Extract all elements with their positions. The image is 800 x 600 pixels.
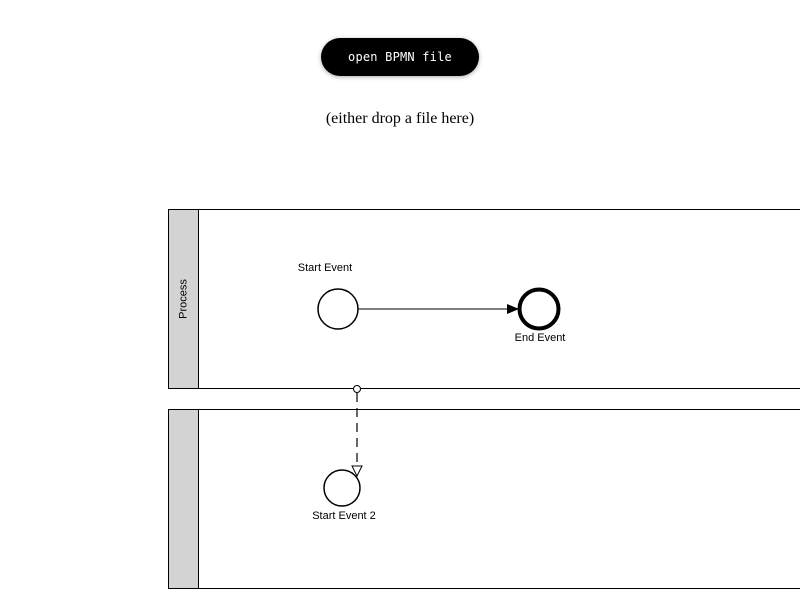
drop-zone-hint[interactable]: (either drop a file here) bbox=[325, 110, 475, 127]
start-event-label: Start Event bbox=[298, 262, 352, 274]
start-event-2-circle[interactable] bbox=[323, 469, 361, 507]
pool-process-body[interactable] bbox=[168, 209, 800, 389]
pool-process[interactable]: Process bbox=[168, 209, 800, 389]
pool-2[interactable] bbox=[168, 409, 800, 589]
pool-2-body[interactable] bbox=[168, 409, 800, 589]
end-event[interactable]: End Event bbox=[515, 287, 566, 345]
start-event-2[interactable]: Start Event 2 bbox=[312, 469, 376, 522]
message-flow-source-marker bbox=[353, 385, 361, 393]
pool-process-header[interactable] bbox=[168, 209, 199, 389]
end-event-label: End Event bbox=[515, 332, 566, 344]
end-event-circle[interactable] bbox=[517, 287, 561, 331]
pool-2-header[interactable] bbox=[168, 409, 199, 589]
open-bpmn-file-button[interactable]: open BPMN file bbox=[321, 38, 479, 76]
message-flow[interactable] bbox=[353, 385, 361, 477]
start-event-circle[interactable] bbox=[317, 288, 359, 330]
start-event[interactable]: Start Event bbox=[298, 262, 359, 330]
pool-process-label: Process bbox=[178, 279, 190, 319]
start-event-2-label: Start Event 2 bbox=[312, 510, 376, 522]
